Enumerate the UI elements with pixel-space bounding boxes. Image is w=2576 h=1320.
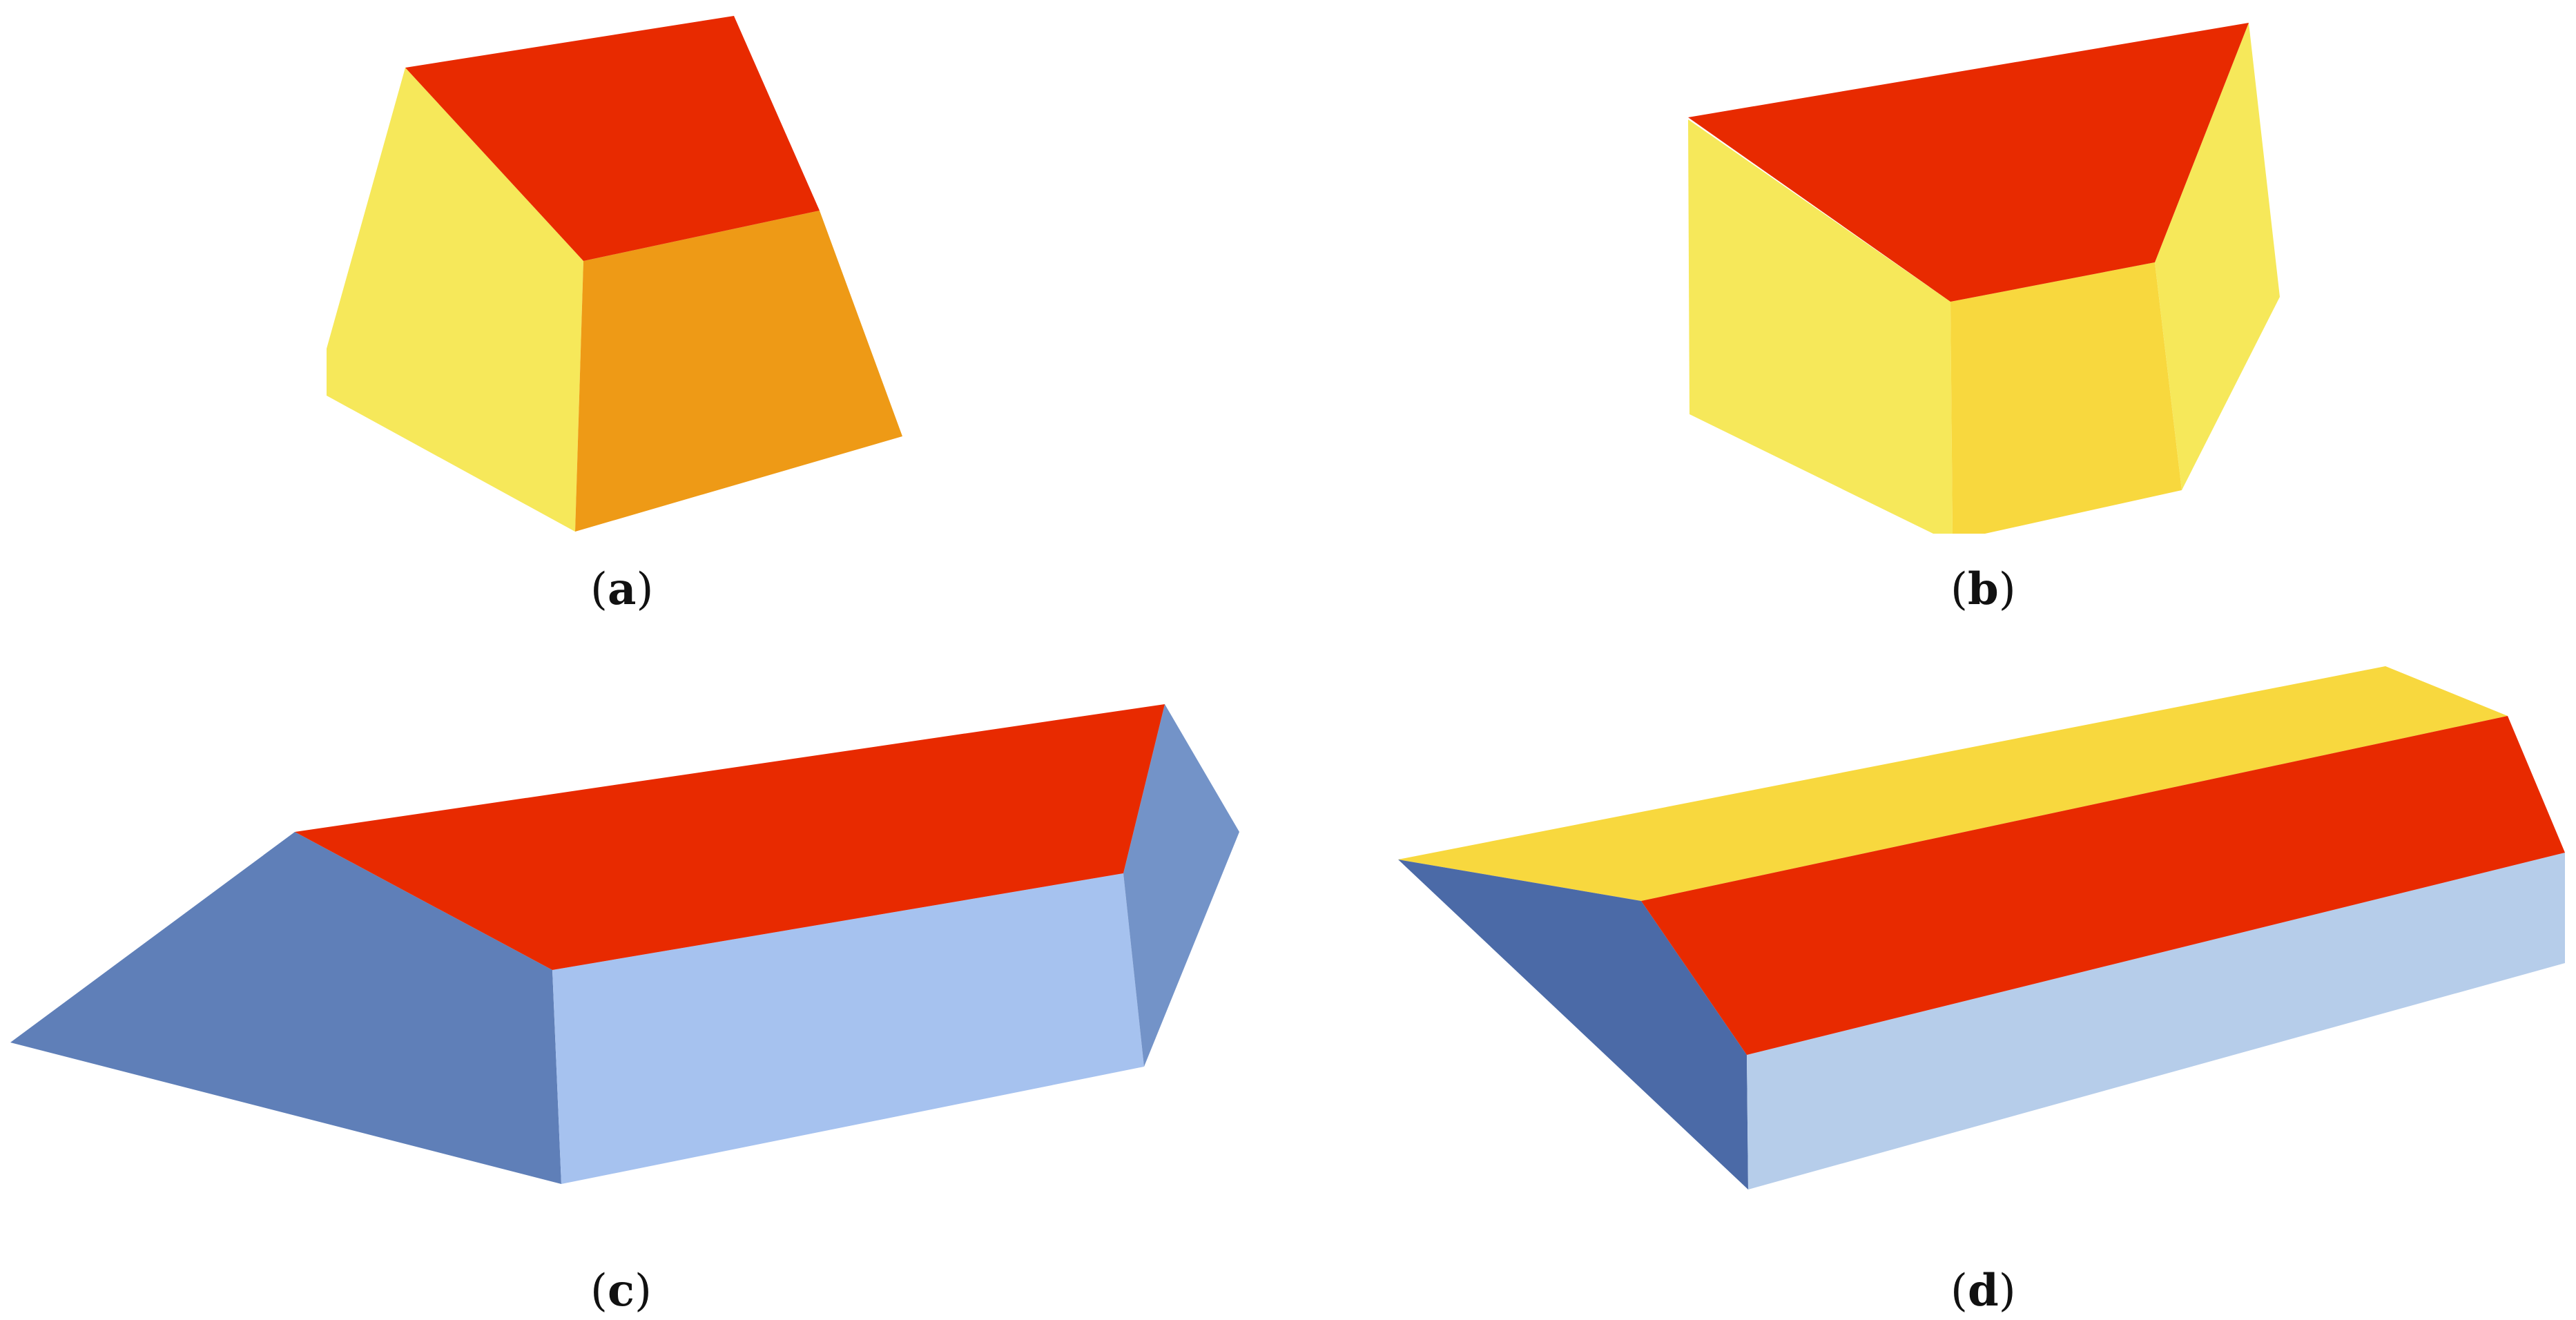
panel-b-left-wall xyxy=(1688,119,1953,534)
panel-b-model xyxy=(1688,23,2280,534)
panel-c-model xyxy=(10,704,1239,1184)
panel-d-front-roof xyxy=(1641,716,2565,1055)
caption-paren-open: ( xyxy=(1950,1265,1968,1317)
panel-d-front-wall xyxy=(1747,853,2565,1190)
panel-d-gable-end xyxy=(1398,860,1748,1190)
panel-b-caption: (b) xyxy=(1950,567,2016,612)
caption-paren-open: ( xyxy=(1950,564,1968,615)
caption-letter: d xyxy=(1967,1265,1999,1317)
panel-d-caption: (d) xyxy=(1950,1269,2016,1314)
panel-b-roof xyxy=(1688,23,2249,302)
panel-a-front-wall xyxy=(575,211,902,532)
panel-c-right-wall xyxy=(1123,704,1239,1067)
panel-a-left-wall xyxy=(327,68,583,532)
panel-a-model xyxy=(327,16,902,532)
panel-c-caption: (c) xyxy=(590,1269,652,1314)
panel-b-front-wall xyxy=(1950,262,2182,534)
caption-paren-close: ) xyxy=(636,564,654,615)
panel-d-model xyxy=(1398,666,2565,1190)
panel-c-front-wall xyxy=(552,873,1144,1184)
caption-letter: c xyxy=(607,1265,635,1317)
panel-c-roof xyxy=(295,704,1165,970)
panel-d-back-roof xyxy=(1398,666,2508,901)
panel-a-caption: (a) xyxy=(590,567,653,612)
caption-letter: a xyxy=(607,563,637,615)
caption-paren-open: ( xyxy=(590,564,608,615)
panel-b-right-wall xyxy=(2155,23,2280,490)
caption-letter: b xyxy=(1967,563,1999,615)
caption-paren-open: ( xyxy=(590,1265,608,1317)
caption-paren-close: ) xyxy=(634,1265,652,1317)
caption-paren-close: ) xyxy=(1998,1265,2016,1317)
panel-c-left-gable xyxy=(10,832,561,1184)
caption-paren-close: ) xyxy=(1998,564,2016,615)
panel-a-roof xyxy=(405,16,820,261)
